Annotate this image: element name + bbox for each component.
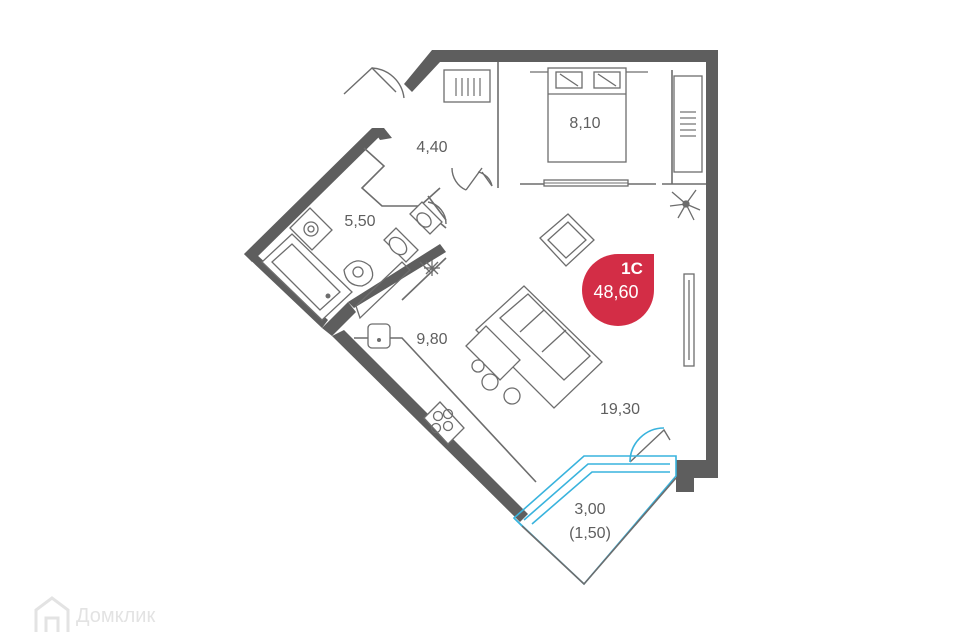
kitchen-area-label: 9,80 — [416, 331, 447, 348]
exterior-walls — [244, 50, 718, 522]
sofa-icon — [475, 285, 603, 409]
hall-area-label: 4,40 — [416, 139, 447, 156]
apartment-total-area: 48,60 — [593, 282, 638, 302]
balcony — [512, 455, 677, 586]
interior-partitions — [354, 62, 706, 483]
stove-icon — [423, 401, 465, 445]
toilet-icon — [383, 227, 419, 263]
bathroom-area-label: 5,50 — [344, 213, 375, 230]
bidet-icon — [409, 201, 443, 235]
kitchen-counter — [355, 261, 431, 320]
tv-icon — [683, 273, 695, 367]
house-logo-icon — [34, 596, 70, 632]
bathtub-icon — [261, 233, 353, 321]
sliding-door — [543, 179, 629, 187]
balcony-area-label: 3,00 — [574, 501, 605, 518]
armchair-icon — [539, 213, 595, 267]
badge-shape — [582, 254, 654, 326]
watermark: Домклик — [34, 596, 155, 632]
dining-table-icon — [465, 325, 521, 405]
hall-wardrobe — [443, 69, 491, 103]
bed-icon — [530, 67, 648, 163]
bedroom-area-label: 8,10 — [569, 115, 600, 132]
apartment-type-code: 1С — [621, 259, 643, 278]
sink-icon — [343, 260, 374, 287]
living-area-label: 19,30 — [600, 401, 640, 418]
watermark-brand: Домклик — [76, 605, 155, 627]
washing-machine-icon — [289, 207, 333, 251]
kitchen-sink-icon — [367, 323, 391, 349]
balcony-reduced-area-label: (1,50) — [569, 525, 611, 542]
extractor-icon — [424, 260, 440, 276]
plant-icon — [669, 189, 701, 221]
bedroom-wardrobe — [673, 75, 703, 173]
apartment-badge: 1С 48,60 — [582, 254, 654, 326]
balcony-outer-wall — [521, 477, 677, 586]
